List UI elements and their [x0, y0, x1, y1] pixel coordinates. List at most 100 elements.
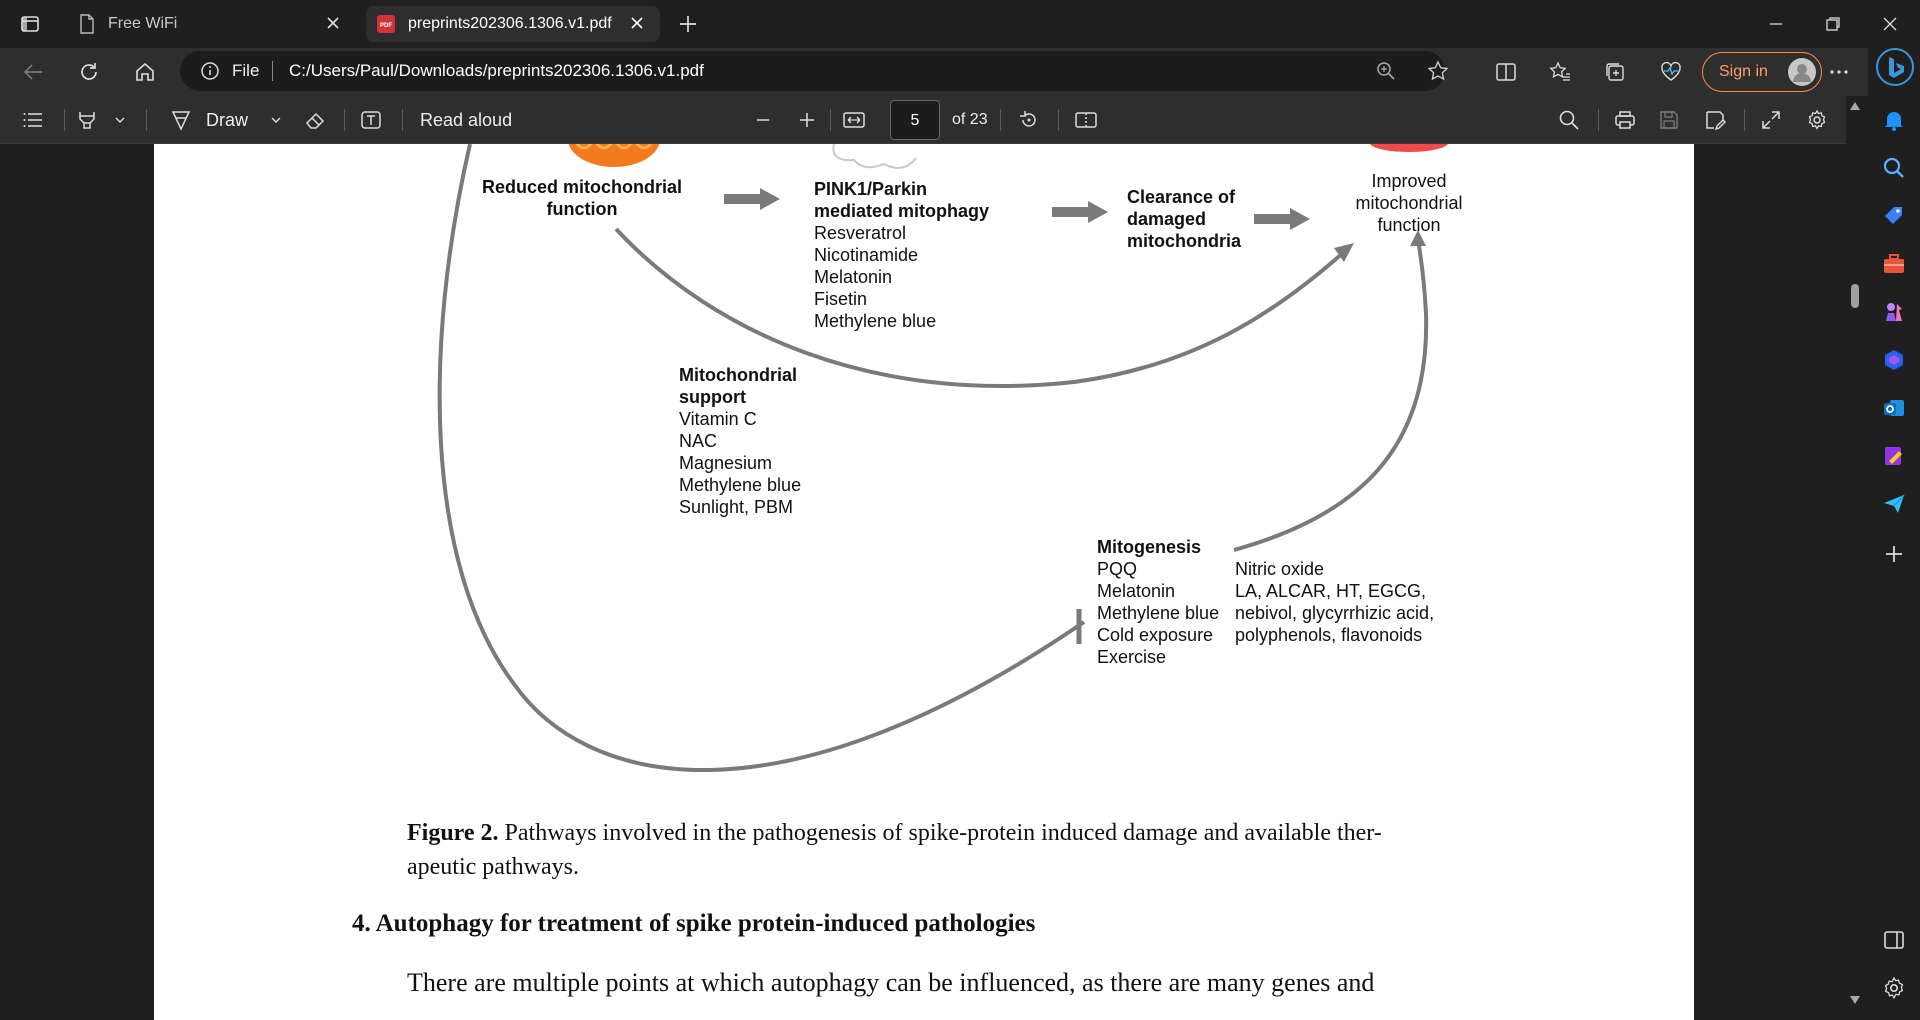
- draw-label[interactable]: Draw: [206, 110, 249, 130]
- table-of-contents-icon[interactable]: [22, 109, 44, 131]
- rotate-icon[interactable]: [1018, 109, 1040, 131]
- tab-actions-icon[interactable]: [20, 14, 40, 34]
- tab-free-wifi[interactable]: Free WiFi: [64, 6, 356, 42]
- more-options-icon[interactable]: [1828, 61, 1850, 83]
- text-line: NAC: [679, 431, 718, 451]
- hide-sidebar-icon[interactable]: [1882, 928, 1906, 952]
- favorite-star-icon[interactable]: [1427, 60, 1449, 82]
- highlight-icon[interactable]: [76, 109, 98, 131]
- address-toolbar: File C:/Users/Paul/Downloads/preprints20…: [0, 48, 1920, 96]
- feedback-loop-line: [437, 144, 1086, 773]
- info-icon[interactable]: [200, 61, 220, 81]
- collections-icon[interactable]: [1604, 61, 1626, 83]
- url-text[interactable]: C:/Users/Paul/Downloads/preprints202306.…: [289, 61, 704, 80]
- figure-diagram: [437, 144, 1449, 773]
- search-icon[interactable]: [1558, 109, 1580, 131]
- read-aloud-button[interactable]: Read aloud: [420, 110, 513, 130]
- text-box-icon[interactable]: [360, 109, 382, 131]
- text-line: Clearance of: [1127, 187, 1236, 207]
- save-icon[interactable]: [1658, 109, 1680, 131]
- pdf-page: Reduced mitochondrial function PINK1/Par…: [154, 144, 1694, 1020]
- page-number-value: 5: [910, 112, 920, 129]
- figure-caption-line1: Figure 2. Pathways involved in the patho…: [407, 820, 1382, 847]
- games-chess-icon[interactable]: [1882, 300, 1906, 324]
- refresh-icon[interactable]: [78, 61, 100, 83]
- divider: [344, 109, 345, 131]
- divider: [1000, 109, 1001, 131]
- favorites-icon[interactable]: [1549, 61, 1571, 83]
- scroll-down-icon[interactable]: [1850, 996, 1860, 1004]
- fit-to-width-icon[interactable]: [842, 109, 866, 131]
- divider: [1744, 109, 1745, 131]
- shopping-tag-icon[interactable]: [1882, 204, 1906, 228]
- save-as-icon[interactable]: [1704, 109, 1726, 131]
- text-line: Methylene blue: [814, 311, 937, 331]
- split-screen-icon[interactable]: [1495, 61, 1517, 83]
- pdf-file-icon: PDF: [376, 14, 396, 34]
- notification-bell-icon[interactable]: [1882, 108, 1906, 132]
- pdf-viewer[interactable]: Reduced mitochondrial function PINK1/Par…: [0, 144, 1856, 1020]
- divider: [272, 61, 273, 81]
- divider: [402, 109, 403, 131]
- sign-in-button[interactable]: Sign in: [1702, 52, 1822, 92]
- tab-pdf[interactable]: PDF preprints202306.1306.v1.pdf: [366, 6, 660, 42]
- scroll-thumb[interactable]: [1851, 284, 1859, 308]
- tools-briefcase-icon[interactable]: [1882, 252, 1906, 276]
- back-icon[interactable]: [22, 62, 44, 82]
- address-box[interactable]: File C:/Users/Paul/Downloads/preprints20…: [180, 51, 1449, 91]
- search-icon[interactable]: [1882, 156, 1906, 180]
- zoom-out-icon[interactable]: [752, 109, 774, 131]
- browser-essentials-icon[interactable]: [1660, 61, 1682, 83]
- text-line: Magnesium: [679, 453, 773, 473]
- scrollbar[interactable]: [1846, 96, 1864, 1020]
- designer-icon[interactable]: [1882, 444, 1906, 468]
- caption-label: Figure 2.: [407, 820, 499, 846]
- print-icon[interactable]: [1614, 109, 1636, 131]
- chevron-down-icon[interactable]: [114, 114, 126, 126]
- eraser-icon[interactable]: [304, 109, 326, 131]
- caption-text: Pathways involved in the pathogenesis of…: [504, 820, 1382, 846]
- add-sidebar-app-icon[interactable]: [1882, 542, 1906, 566]
- minimize-icon[interactable]: [1766, 14, 1786, 34]
- close-tab-icon[interactable]: [626, 12, 648, 34]
- text-line: PINK1/Parkin: [814, 179, 928, 199]
- close-tab-icon[interactable]: [322, 12, 344, 34]
- text-line: Methylene blue: [1097, 603, 1220, 623]
- zoom-icon[interactable]: [1376, 61, 1396, 81]
- new-tab-icon[interactable]: [678, 14, 698, 34]
- outlook-icon[interactable]: [1882, 396, 1906, 420]
- arrowhead: [1334, 243, 1354, 262]
- label-improved-function: Improved mitochondrial function: [1334, 170, 1484, 236]
- text-line: Resveratrol: [814, 223, 907, 243]
- chevron-down-icon[interactable]: [270, 114, 282, 126]
- page-view-icon[interactable]: [1074, 109, 1098, 131]
- home-icon[interactable]: [134, 61, 156, 83]
- draw-icon[interactable]: [170, 109, 192, 131]
- text-line: Fisetin: [814, 289, 868, 309]
- text-line: Exercise: [1097, 647, 1167, 667]
- paragraph-line: There are multiple points at which autop…: [407, 968, 1375, 997]
- text-line: Nicotinamide: [814, 245, 919, 265]
- copilot-icon[interactable]: [1876, 48, 1914, 86]
- page-icon: [78, 14, 96, 34]
- settings-gear-icon[interactable]: [1806, 109, 1828, 131]
- microsoft-365-icon[interactable]: [1882, 348, 1906, 372]
- arrow: [724, 188, 780, 210]
- text-line: LA, ALCAR, HT, EGCG,: [1235, 581, 1427, 601]
- text-line: nebivol, glycyrrhizic acid,: [1235, 603, 1435, 623]
- zoom-in-icon[interactable]: [796, 109, 818, 131]
- text-line: Sunlight, PBM: [679, 497, 794, 517]
- restore-icon[interactable]: [1823, 14, 1843, 34]
- sign-in-label: Sign in: [1719, 63, 1768, 80]
- send-paper-plane-icon[interactable]: [1882, 492, 1906, 516]
- figure-caption-line2: apeutic pathways.: [407, 854, 579, 880]
- sidebar-settings-gear-icon[interactable]: [1882, 976, 1906, 1000]
- text-line: Cold exposure: [1097, 625, 1214, 645]
- page-number-input[interactable]: 5: [890, 100, 940, 140]
- fullscreen-icon[interactable]: [1760, 109, 1782, 131]
- scroll-up-icon[interactable]: [1850, 102, 1860, 110]
- divider: [830, 109, 831, 131]
- tab-title: Free WiFi: [108, 15, 178, 32]
- close-window-icon[interactable]: [1880, 14, 1900, 34]
- text-line: Vitamin C: [679, 409, 757, 429]
